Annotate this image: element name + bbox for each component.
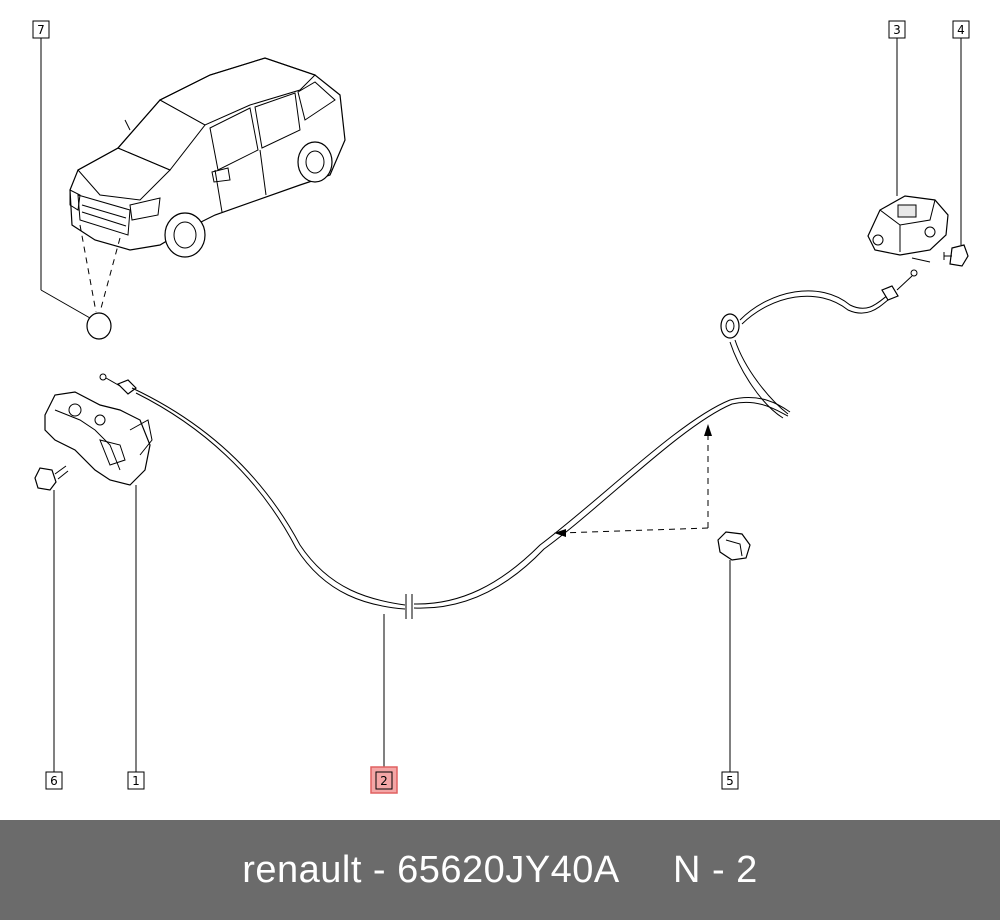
- callout-6: 6: [45, 771, 63, 790]
- screw-part-4: [943, 244, 969, 267]
- footer-part-number: renault - 65620JY40A N - 2: [242, 848, 758, 891]
- callout-1-label: 1: [132, 774, 140, 788]
- callout-3: 3: [888, 20, 906, 39]
- cable-clip-part-5: [717, 531, 751, 561]
- hood-lock: [44, 391, 153, 486]
- callout-4-label: 4: [957, 23, 965, 37]
- bolt-part-6: [34, 465, 69, 491]
- leader-lines: [40, 38, 962, 772]
- callout-6-label: 6: [50, 774, 58, 788]
- car-illustration: [69, 57, 346, 340]
- callout-4: 4: [952, 20, 970, 39]
- callout-7-label: 7: [37, 23, 45, 37]
- callout-7: 7: [32, 20, 50, 39]
- hood-release-cable: [99, 269, 918, 619]
- callout-2-label: 2: [380, 774, 388, 788]
- parts-diagram: 7 3 4 6 1 2 5: [32, 20, 970, 794]
- callout-5-label: 5: [726, 774, 734, 788]
- release-handle-bracket: [867, 195, 949, 263]
- footer-bar: renault - 65620JY40A N - 2: [0, 820, 1000, 920]
- callout-3-label: 3: [893, 23, 901, 37]
- callout-5: 5: [721, 771, 739, 790]
- callout-2-highlighted: 2: [370, 766, 398, 794]
- callout-1: 1: [127, 771, 145, 790]
- mounting-arrow: [554, 424, 712, 537]
